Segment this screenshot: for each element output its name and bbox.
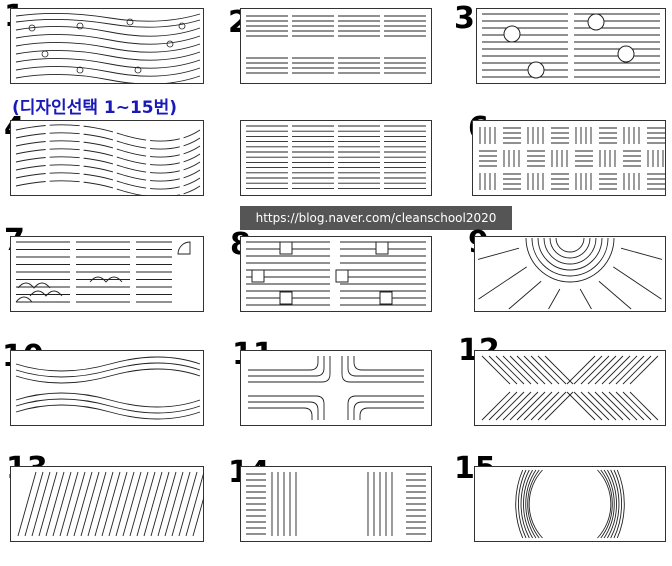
design-panel-8[interactable] — [240, 236, 432, 312]
design-panel-11[interactable] — [240, 350, 432, 426]
design-panel-6[interactable] — [472, 120, 666, 196]
design-panel-5[interactable] — [240, 120, 432, 196]
design-panel-4[interactable] — [10, 120, 204, 196]
design-panel-10[interactable] — [10, 350, 204, 426]
design-panel-3[interactable] — [476, 8, 666, 84]
design-panel-13[interactable] — [10, 466, 204, 542]
design-panel-2[interactable] — [240, 8, 432, 84]
design-panel-12[interactable] — [474, 350, 666, 426]
design-panel-1[interactable] — [10, 8, 204, 84]
watermark-url: https://blog.naver.com/cleanschool2020 — [240, 206, 512, 230]
design-number: 3 — [454, 1, 475, 36]
design-panel-9[interactable] — [474, 236, 666, 312]
page-title: (디자인선택 1~15번) — [12, 98, 178, 118]
design-panel-7[interactable] — [10, 236, 204, 312]
design-panel-15[interactable] — [474, 466, 666, 542]
design-panel-14[interactable] — [240, 466, 432, 542]
